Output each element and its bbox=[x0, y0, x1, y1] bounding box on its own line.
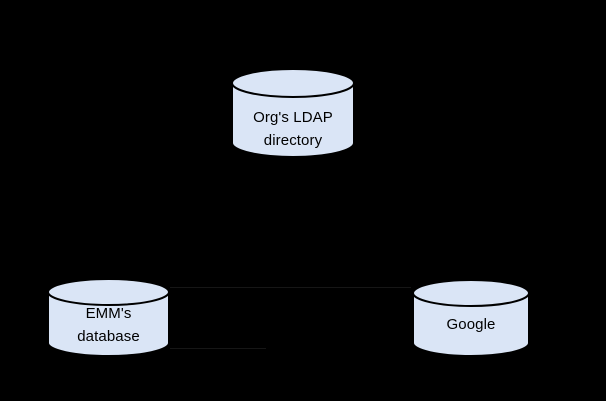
faint-connector-line-lower bbox=[170, 348, 266, 349]
faint-connector-line-upper bbox=[170, 287, 411, 288]
node-emm-database: EMM's database bbox=[47, 278, 170, 356]
database-cylinder-icon bbox=[47, 278, 170, 356]
database-cylinder-icon bbox=[412, 279, 530, 356]
node-label-emm: EMM's database bbox=[47, 302, 170, 348]
node-label-line: EMM's bbox=[85, 305, 132, 322]
node-label-ldap: Org's LDAP directory bbox=[231, 106, 355, 152]
node-label-line: directory bbox=[263, 132, 323, 149]
node-label-line: database bbox=[77, 328, 140, 345]
node-label-google: Google bbox=[412, 313, 530, 336]
database-cylinder-icon bbox=[231, 68, 355, 157]
node-label-line: Org's LDAP bbox=[253, 109, 333, 126]
node-google: Google bbox=[412, 279, 530, 356]
node-ldap-directory: Org's LDAP directory bbox=[231, 68, 355, 157]
node-label-line: Google bbox=[446, 316, 496, 333]
